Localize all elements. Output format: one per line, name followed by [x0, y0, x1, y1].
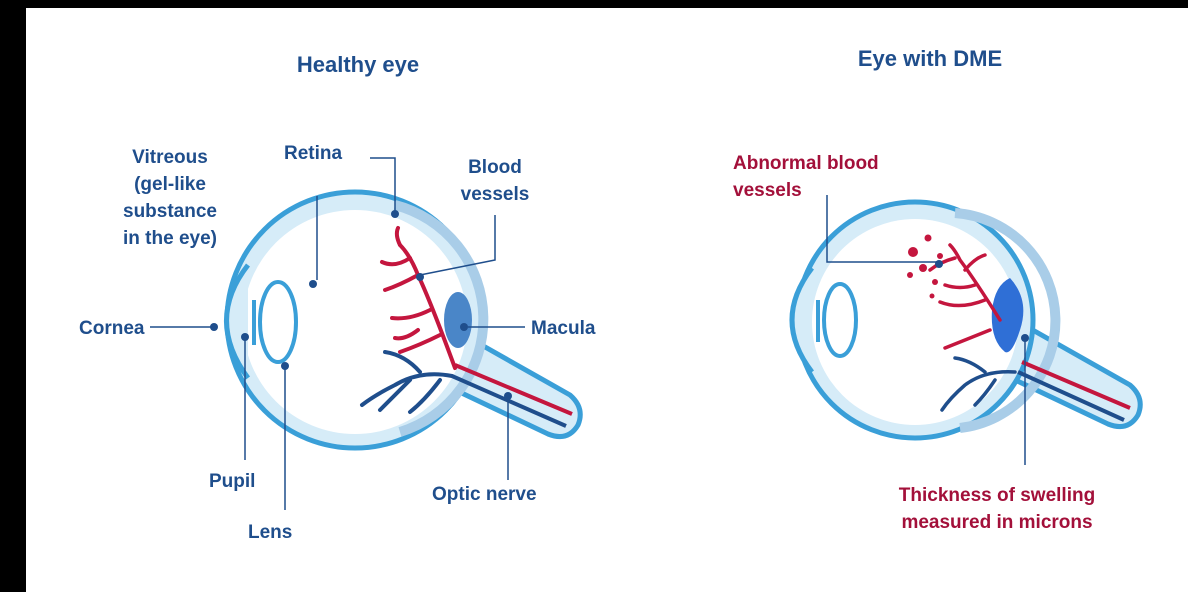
macula-label: Macula — [531, 318, 596, 339]
abnormal-vessels-label-line2: vessels — [733, 180, 802, 201]
lens-label: Lens — [248, 522, 292, 543]
pupil-label: Pupil — [209, 471, 255, 492]
retina-label: Retina — [284, 143, 343, 164]
healthy-macula — [444, 292, 472, 348]
abnormal-vessels-label-line1: Abnormal blood — [733, 153, 879, 174]
dme-eye-title: Eye with DME — [858, 46, 1002, 71]
swelling-label-line1: Thickness of swelling — [899, 485, 1095, 506]
dme-lens — [824, 284, 856, 356]
dme-cornea — [792, 268, 812, 372]
blood-vessels-label-line2: vessels — [461, 184, 530, 205]
vitreous-label-line1: Vitreous — [132, 147, 208, 168]
healthy-lens — [260, 282, 296, 362]
vitreous-label-line4: in the eye) — [123, 228, 217, 249]
vitreous-label-line3: substance — [123, 201, 217, 222]
blood-vessels-label-line1: Blood — [468, 157, 522, 178]
healthy-eye-title: Healthy eye — [297, 52, 419, 77]
dme-eye-illustration — [792, 202, 1140, 438]
optic-nerve-label: Optic nerve — [432, 484, 537, 505]
vitreous-label-line2: (gel-like — [134, 174, 206, 195]
cornea-label: Cornea — [79, 318, 145, 339]
healthy-eye-illustration — [227, 192, 581, 448]
swelling-label-line2: measured in microns — [901, 512, 1092, 533]
